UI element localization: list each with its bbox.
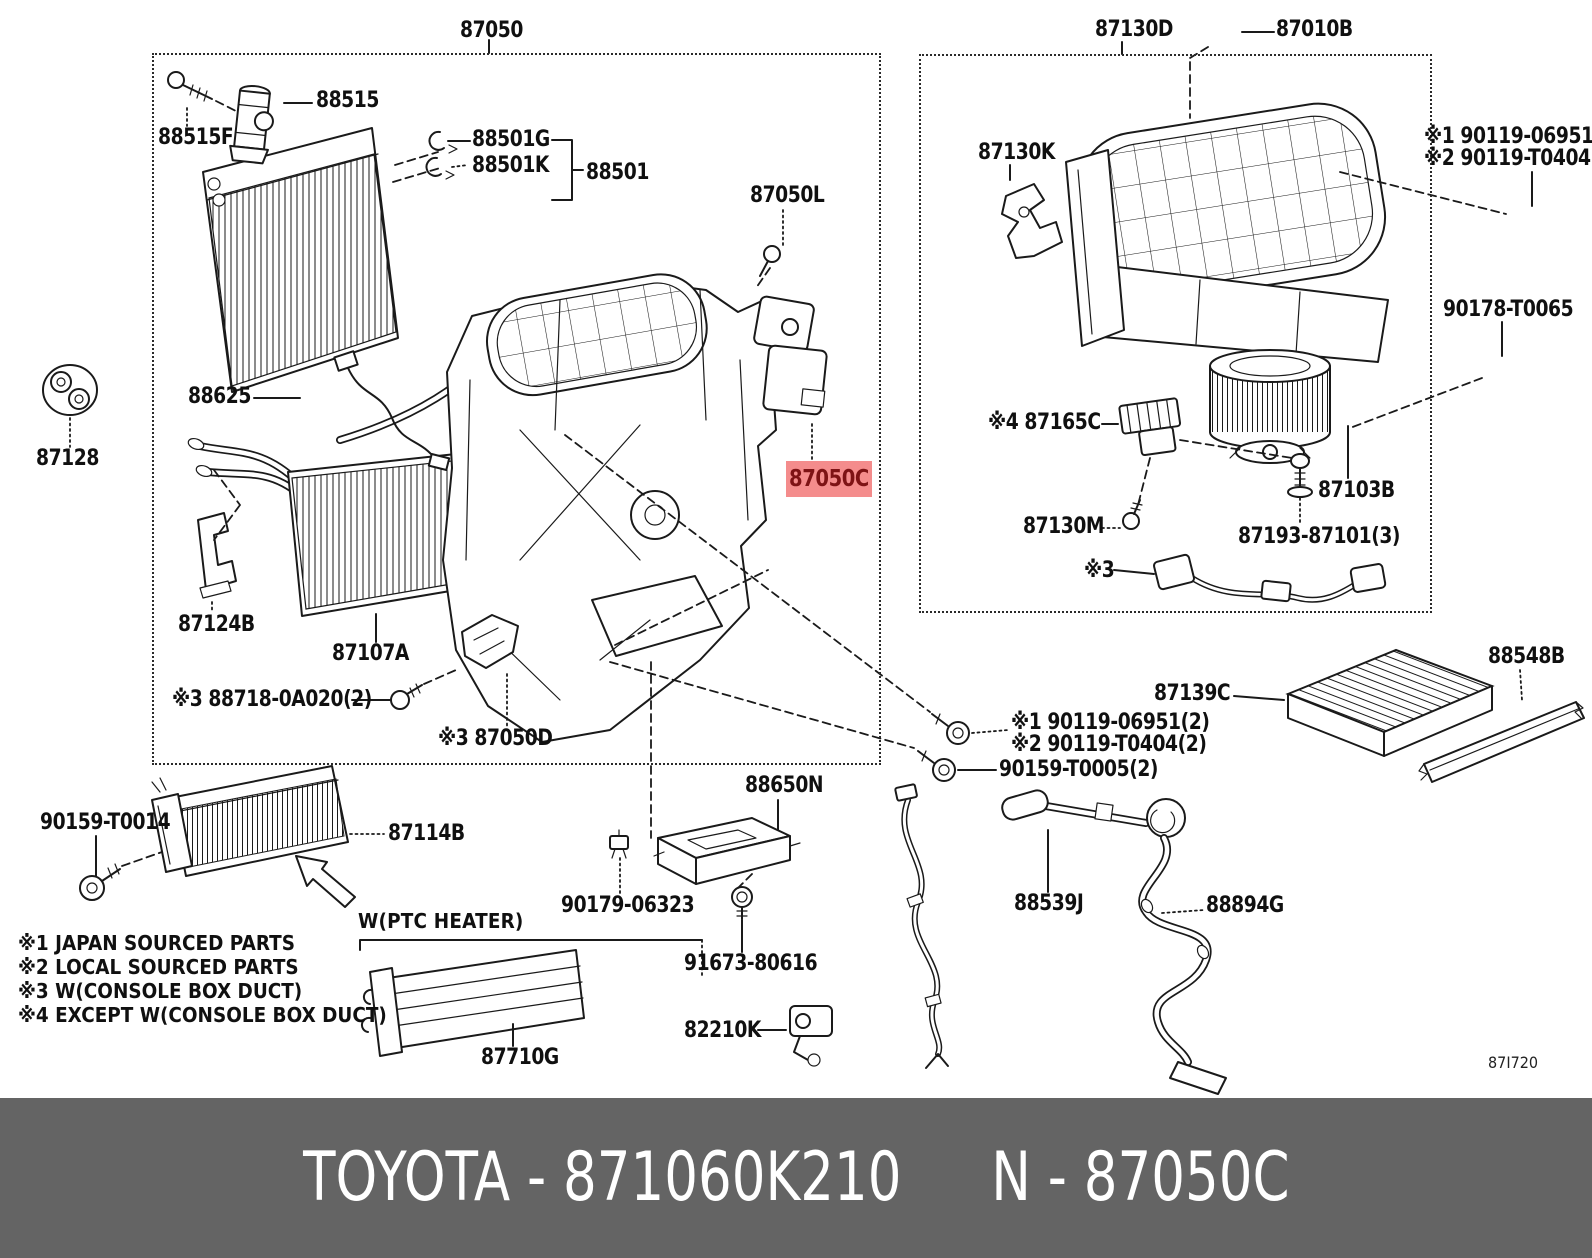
part-label[interactable]: 87050 xyxy=(460,18,523,43)
part-label[interactable]: 87139C xyxy=(1154,681,1231,706)
diagram-artwork xyxy=(42,31,1585,1095)
part-label[interactable]: 88548B xyxy=(1488,644,1565,669)
part-label[interactable]: ※3 87050D xyxy=(438,726,553,751)
clip-88501g-drawing xyxy=(428,130,458,154)
part-label[interactable]: 90178-T0065 xyxy=(1443,297,1574,322)
part-label[interactable]: 87193-87101(3) xyxy=(1238,524,1401,549)
ptc-element-87114b-drawing xyxy=(151,765,349,877)
blower-motor-drawing xyxy=(1209,349,1331,464)
screw-90159-t0014-drawing xyxy=(79,863,121,901)
part-label[interactable]: 88501K xyxy=(472,153,550,178)
part-label[interactable]: 88515 xyxy=(316,88,379,113)
part-label[interactable]: 82210K xyxy=(684,1018,762,1043)
banner-reference-number: N - 87050C xyxy=(990,1138,1290,1217)
hose-88539j-drawing xyxy=(1001,789,1186,838)
part-label[interactable]: 90179-06323 xyxy=(561,893,695,918)
part-label[interactable]: 88894G xyxy=(1206,893,1284,918)
part-label[interactable]: 90159-T0005(2) xyxy=(999,757,1159,782)
screw-87193-drawing xyxy=(1287,453,1313,498)
legend-item: ※2 LOCAL SOURCED PARTS xyxy=(18,955,299,979)
ptc-heater-87710g-drawing xyxy=(360,949,585,1057)
leader-lines xyxy=(69,31,1533,1047)
part-label[interactable]: 87050L xyxy=(750,183,825,208)
part-label[interactable]: ※2 90119-T0404 xyxy=(1424,146,1591,171)
figure-code: 87I720 xyxy=(1488,1053,1539,1072)
part-label[interactable]: ※2 90119-T0404(2) xyxy=(1011,732,1207,757)
screw-90119-drawing xyxy=(931,713,970,745)
servo-82210k-drawing xyxy=(789,1005,833,1067)
part-label[interactable]: 87128 xyxy=(36,446,99,471)
part-label[interactable]: 88539J xyxy=(1014,891,1084,916)
bracket-87124b-drawing xyxy=(197,512,237,599)
part-label[interactable]: 90159-T0014 xyxy=(40,810,171,835)
part-label[interactable]: ※1 90119-06951 xyxy=(1424,124,1592,149)
banner-text: TOYOTA - 871060K210 N - 87050C xyxy=(303,1144,1289,1212)
part-label[interactable]: 87114B xyxy=(388,821,465,846)
screw-88515f-drawing xyxy=(167,71,213,102)
clip-90179-drawing xyxy=(609,829,629,859)
part-label[interactable]: ※3 88718-0A020(2) xyxy=(172,687,372,712)
assembly-box-87050 xyxy=(152,53,881,765)
part-label[interactable]: 87010B xyxy=(1276,17,1353,42)
part-label[interactable]: ※1 90119-06951(2) xyxy=(1011,710,1210,735)
legend-item: ※4 EXCEPT W(CONSOLE BOX DUCT) xyxy=(18,1003,387,1027)
part-label[interactable]: 87124B xyxy=(178,612,255,637)
legend-item: ※1 JAPAN SOURCED PARTS xyxy=(18,931,295,955)
screw-90159-t0005-drawing xyxy=(917,750,956,782)
hose-88894g-drawing xyxy=(1138,834,1227,1095)
part-label[interactable]: 87130M xyxy=(1023,514,1105,539)
watermark-banner: TOYOTA - 871060K210 N - 87050C xyxy=(0,1098,1592,1258)
part-label[interactable]: 88515F xyxy=(158,125,234,150)
heater-core-drawing xyxy=(187,344,504,617)
part-label[interactable]: 88650N xyxy=(745,773,824,798)
console-duct-harness-drawing xyxy=(1152,553,1387,603)
wire-harness-drawing xyxy=(894,783,949,1069)
screw-87050l-drawing xyxy=(759,245,781,277)
filter-cover-88548b-drawing xyxy=(1418,701,1585,783)
part-label[interactable]: 87103B xyxy=(1318,478,1395,503)
grommet-87128-drawing xyxy=(42,364,98,416)
ptc-heater-note: W(PTC HEATER) xyxy=(358,909,524,933)
highlighted-part-number: 87050C xyxy=(789,465,869,492)
part-label[interactable]: 88625 xyxy=(188,384,251,409)
clip-88501k-drawing xyxy=(425,156,455,180)
bracket-87130k-drawing xyxy=(1001,183,1063,259)
part-label[interactable]: ※3 xyxy=(1084,558,1115,583)
blower-case-drawing xyxy=(1065,102,1389,363)
part-label[interactable]: 87107A xyxy=(332,641,409,666)
duct-bracket-87050d-drawing xyxy=(461,614,519,669)
bolt-91673-drawing xyxy=(731,886,753,920)
highlighted-part-label[interactable]: 87050C xyxy=(786,461,872,497)
part-label[interactable]: 87710G xyxy=(481,1045,559,1070)
part-label[interactable]: 87130K xyxy=(978,140,1056,165)
hvac-unit-drawing xyxy=(442,273,794,743)
part-label[interactable]: 88501G xyxy=(472,127,550,152)
install-direction-arrow xyxy=(295,855,356,908)
thermistor-wire-88625-drawing xyxy=(333,350,451,471)
part-label[interactable]: ※4 87165C xyxy=(988,410,1101,435)
part-label[interactable]: 91673-80616 xyxy=(684,951,818,976)
part-label[interactable]: 88501 xyxy=(586,160,649,185)
servo-87050l-drawing xyxy=(753,295,828,416)
legend-notes: ※1 JAPAN SOURCED PARTS※2 LOCAL SOURCED P… xyxy=(18,933,419,1029)
screw-87130m-drawing xyxy=(1122,499,1143,530)
amplifier-88650n-drawing xyxy=(653,817,801,885)
blower-resistor-87165c-drawing xyxy=(1118,397,1182,456)
evaporator-drawing xyxy=(202,127,399,393)
assembly-box-87130d xyxy=(919,54,1432,613)
expansion-valve-drawing xyxy=(229,84,274,165)
cabin-filter-87139c-drawing xyxy=(1285,648,1495,757)
banner-brand-part-number: TOYOTA - 871060K210 xyxy=(302,1138,902,1217)
legend-item: ※3 W(CONSOLE BOX DUCT) xyxy=(18,979,303,1003)
part-label[interactable]: 87130D xyxy=(1095,17,1174,42)
